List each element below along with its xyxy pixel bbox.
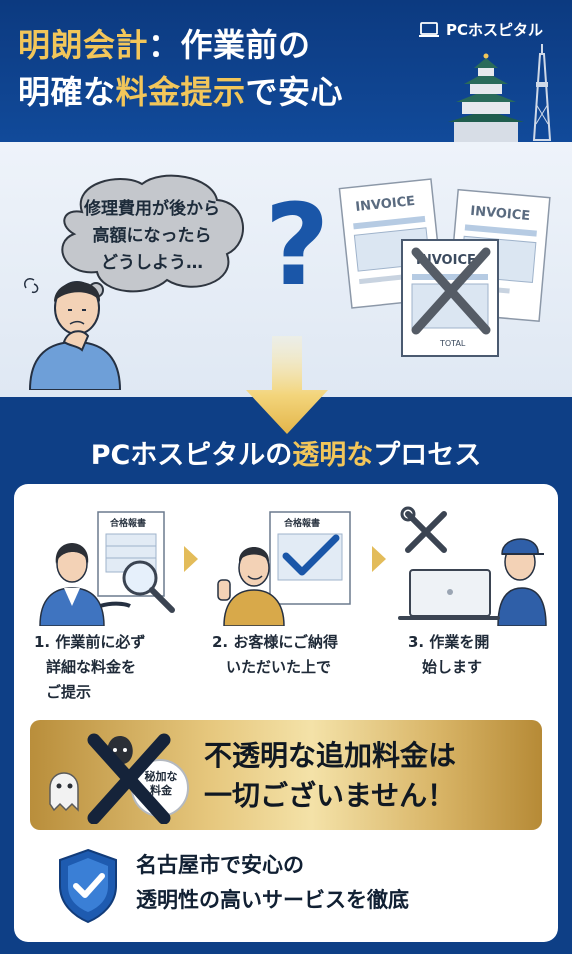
- hidden-fee-ghost-crossed-icon: [49, 733, 189, 824]
- invoice-heading-2: INVOICE: [470, 204, 531, 224]
- step-1-line-2: 詳細な料金を: [46, 658, 137, 676]
- badge-line-1: 秘加な: [144, 770, 178, 783]
- step-3-line-1: 3. 作業を開: [408, 633, 490, 651]
- secret-fee-badge: 秘加な 料金: [135, 770, 187, 810]
- brand-name: PCホスピタル: [446, 21, 544, 39]
- invoice-heading-1: INVOICE: [355, 194, 416, 215]
- step-1-consultant-illustration: 合格報書: [39, 511, 175, 626]
- invoice-documents-illustration: INVOICE INVOICE INVOICE TOTAL: [338, 178, 551, 357]
- title-highlight-2: 料金提示: [115, 73, 246, 111]
- process-title-text-2: プロセス: [373, 440, 482, 471]
- process-heading: PCホスピタルの透明なプロセス: [0, 434, 572, 478]
- title-text-1: ：作業前の: [148, 26, 311, 64]
- worried-man-illustration: [23, 277, 122, 390]
- estimate-doc-label-2: 合格報書: [284, 517, 320, 529]
- badge-line-2: 料金: [150, 784, 172, 797]
- thought-text: 修理費用が後から 高額になったら どうしよう…: [62, 196, 242, 277]
- closing-line-2: 透明性の高いサービスを徹底: [136, 888, 409, 912]
- step-2-agreement-illustration: 合格報書: [217, 511, 351, 626]
- nagoya-castle-tower-illustration: [448, 44, 552, 142]
- chevron-right-icon: [184, 546, 198, 572]
- process-title-highlight: 透明な: [292, 440, 374, 471]
- step-2-line-1: 2. お客様にご納得: [212, 633, 339, 651]
- step-2-label: 2. お客様にご納得 いただいた上で: [212, 630, 382, 680]
- title-line-2: 明確な料金提示で安心: [18, 69, 438, 116]
- shield-check-icon: [59, 848, 117, 924]
- brand-logo: PCホスピタル: [418, 16, 543, 44]
- process-title-text-1: PCホスピタルの: [90, 440, 293, 471]
- laptop-icon: [419, 22, 439, 37]
- title-text-2: 明確な: [18, 73, 116, 111]
- title-highlight-1: 明朗会計: [18, 26, 149, 64]
- estimate-doc-label-1: 合格報書: [110, 517, 146, 529]
- step-2-line-2: いただいた上で: [226, 658, 332, 676]
- step-1-label: 1. 作業前に必ず 詳細な料金を ご提示: [34, 630, 194, 705]
- step-3-line-2: 始します: [422, 658, 483, 676]
- thought-line-1: 修理費用が後から: [84, 199, 220, 219]
- banner-message: 不透明な追加料金は 一切ございません！: [204, 736, 534, 816]
- chevron-right-icon-2: [372, 546, 386, 572]
- invoice-total-label: TOTAL: [439, 339, 466, 348]
- banner-line-2: 一切ございません！: [204, 779, 456, 812]
- step-3-technician-illustration: [398, 506, 547, 626]
- step-3-label: 3. 作業を開 始します: [408, 630, 548, 680]
- thought-line-3: どうしよう…: [101, 253, 203, 273]
- closing-line-1: 名古屋市で安心の: [136, 853, 304, 877]
- page-title: 明朗会計：作業前の 明確な料金提示で安心: [18, 22, 438, 116]
- question-mark-icon: ?: [264, 181, 330, 311]
- banner-line-1: 不透明な追加料金は: [204, 739, 457, 772]
- step-1-line-1: 1. 作業前に必ず: [34, 633, 146, 651]
- closing-statement: 名古屋市で安心の 透明性の高いサービスを徹底: [136, 848, 546, 918]
- thought-line-2: 高額になったら: [92, 226, 212, 246]
- down-arrow-icon: [246, 336, 328, 434]
- step-1-line-3: ご提示: [46, 683, 92, 701]
- title-text-3: で安心: [245, 73, 344, 111]
